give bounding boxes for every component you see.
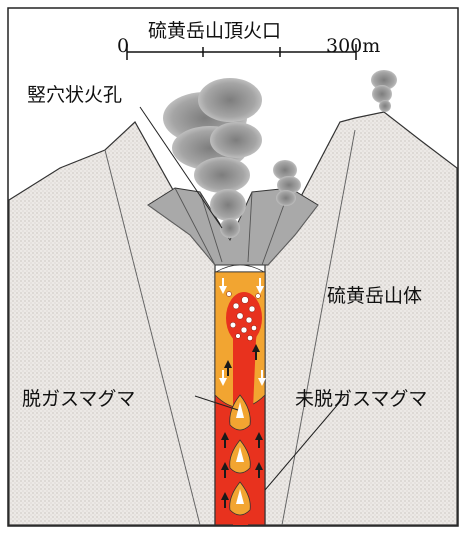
side-plume-small [273, 160, 301, 206]
main-plume [163, 78, 262, 238]
mountain-body-label: 硫黄岳山体 [327, 285, 422, 307]
flow-arrows [221, 344, 263, 508]
gas-bubbles [226, 291, 261, 341]
diagram-title: 硫黄岳山頂火口 [148, 20, 281, 42]
degassed-magma-label: 脱ガスマグマ [22, 388, 135, 410]
conduit-label: 竪穴状火孔 [27, 84, 122, 106]
leader-lines [139, 106, 346, 491]
mountain-body-right [264, 111, 458, 526]
scale-end-label: 300m [326, 35, 380, 57]
scale-bar [126, 44, 357, 60]
summit-plume [371, 70, 397, 112]
scale-start-label: 0 [117, 35, 129, 57]
undegassed-magma-label: 未脱ガスマグマ [295, 388, 427, 410]
